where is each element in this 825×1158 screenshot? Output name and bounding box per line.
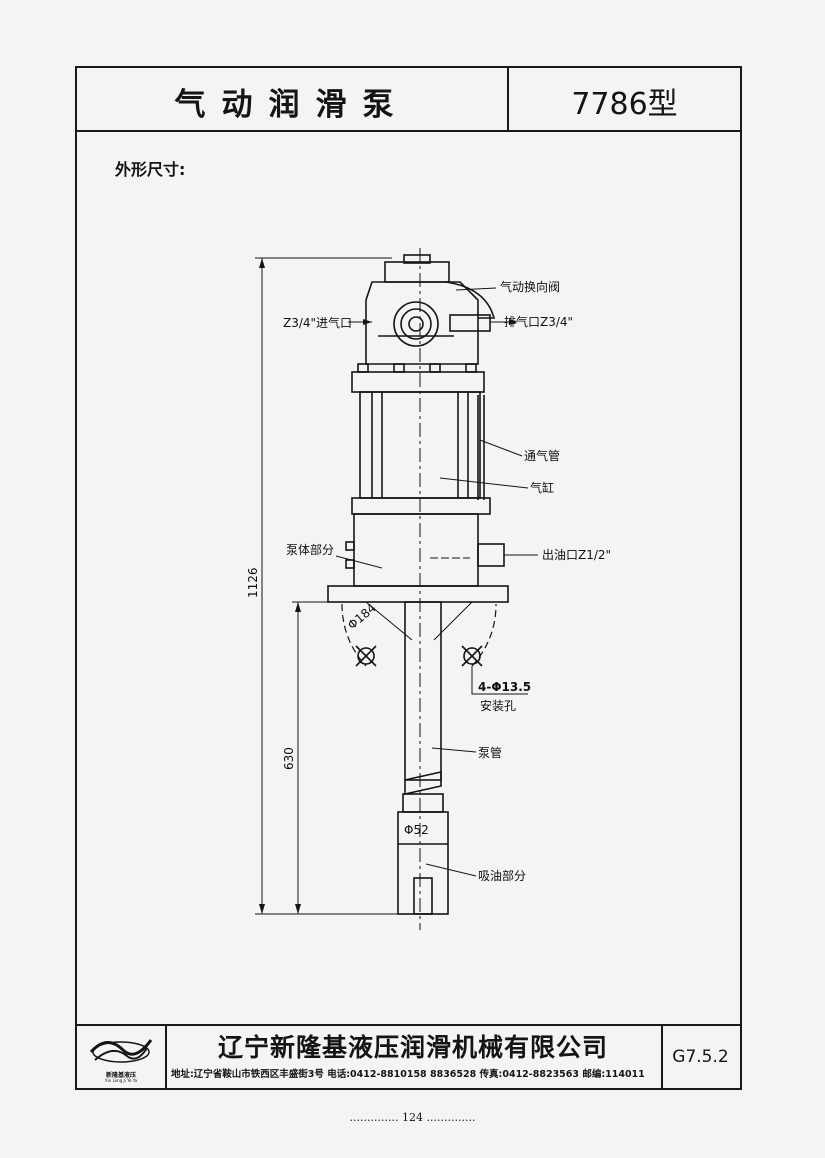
- label-tube-dia: Φ52: [404, 823, 429, 837]
- page-number: .............. 124 ..............: [349, 1111, 476, 1124]
- section-label: 外形尺寸:: [115, 160, 186, 179]
- label-oil-outlet: 出油口Z1/2": [542, 548, 611, 562]
- valve-port-inner: [408, 316, 424, 332]
- valve-port-mid: [400, 308, 432, 340]
- label-holes-desc: 安装孔: [480, 698, 516, 713]
- label-suction: 吸油部分: [478, 868, 526, 883]
- label-valve: 气动换向阀: [500, 279, 560, 294]
- dim-total-text: 1126: [246, 567, 260, 598]
- pump-tube: [404, 601, 442, 781]
- valve-port-outer: [393, 301, 439, 347]
- valve-dome: [445, 281, 496, 319]
- model-number: 7786型: [571, 87, 678, 122]
- company-address: 地址:辽宁省鞍山市铁西区丰盛街3号 电话:0412-8810158 883652…: [171, 1069, 645, 1080]
- company-info: 辽宁新隆基液压润滑机械有限公司 地址:辽宁省鞍山市铁西区丰盛街3号 电话:041…: [165, 1026, 663, 1088]
- drawing-sheet: 气动润滑泵 7786型 外形尺寸: 新隆基液压 Xin Long Ji Ye Y…: [75, 66, 742, 1090]
- label-inlet: Z3/4"进气口: [283, 315, 352, 330]
- label-holes: 4-Φ13.5: [478, 680, 531, 694]
- logo-text: 新隆基液压: [105, 1072, 136, 1079]
- company-name: 辽宁新隆基液压润滑机械有限公司: [217, 1033, 608, 1062]
- label-vent-tube: 通气管: [524, 448, 560, 463]
- dim-lower-text: 630: [282, 747, 296, 770]
- document-code: G7.5.2: [672, 1047, 729, 1067]
- logo-swirl-icon: [89, 1039, 153, 1063]
- header-separator: [507, 68, 509, 130]
- label-cylinder: 气缸: [530, 480, 554, 495]
- valve-top-nut: [403, 254, 431, 264]
- valve-body: [365, 281, 479, 365]
- page-title: 气动润滑泵: [174, 86, 410, 123]
- page-number-value: 124: [402, 1111, 423, 1124]
- header-divider: [77, 130, 740, 132]
- exhaust-fitting: [449, 314, 491, 332]
- label-pump-tube: 泵管: [478, 745, 502, 760]
- label-exhaust: 排气口Z3/4": [504, 314, 573, 329]
- bolt-circle-arc: [341, 603, 497, 667]
- title-block: 新隆基液压 Xin Long Ji Ye Ya 辽宁新隆基液压润滑机械有限公司 …: [77, 1024, 740, 1088]
- label-pump-body: 泵体部分: [286, 542, 334, 557]
- logo-subtext: Xin Long Ji Ye Ya: [104, 1078, 138, 1083]
- company-logo: 新隆基液压 Xin Long Ji Ye Ya: [77, 1026, 167, 1088]
